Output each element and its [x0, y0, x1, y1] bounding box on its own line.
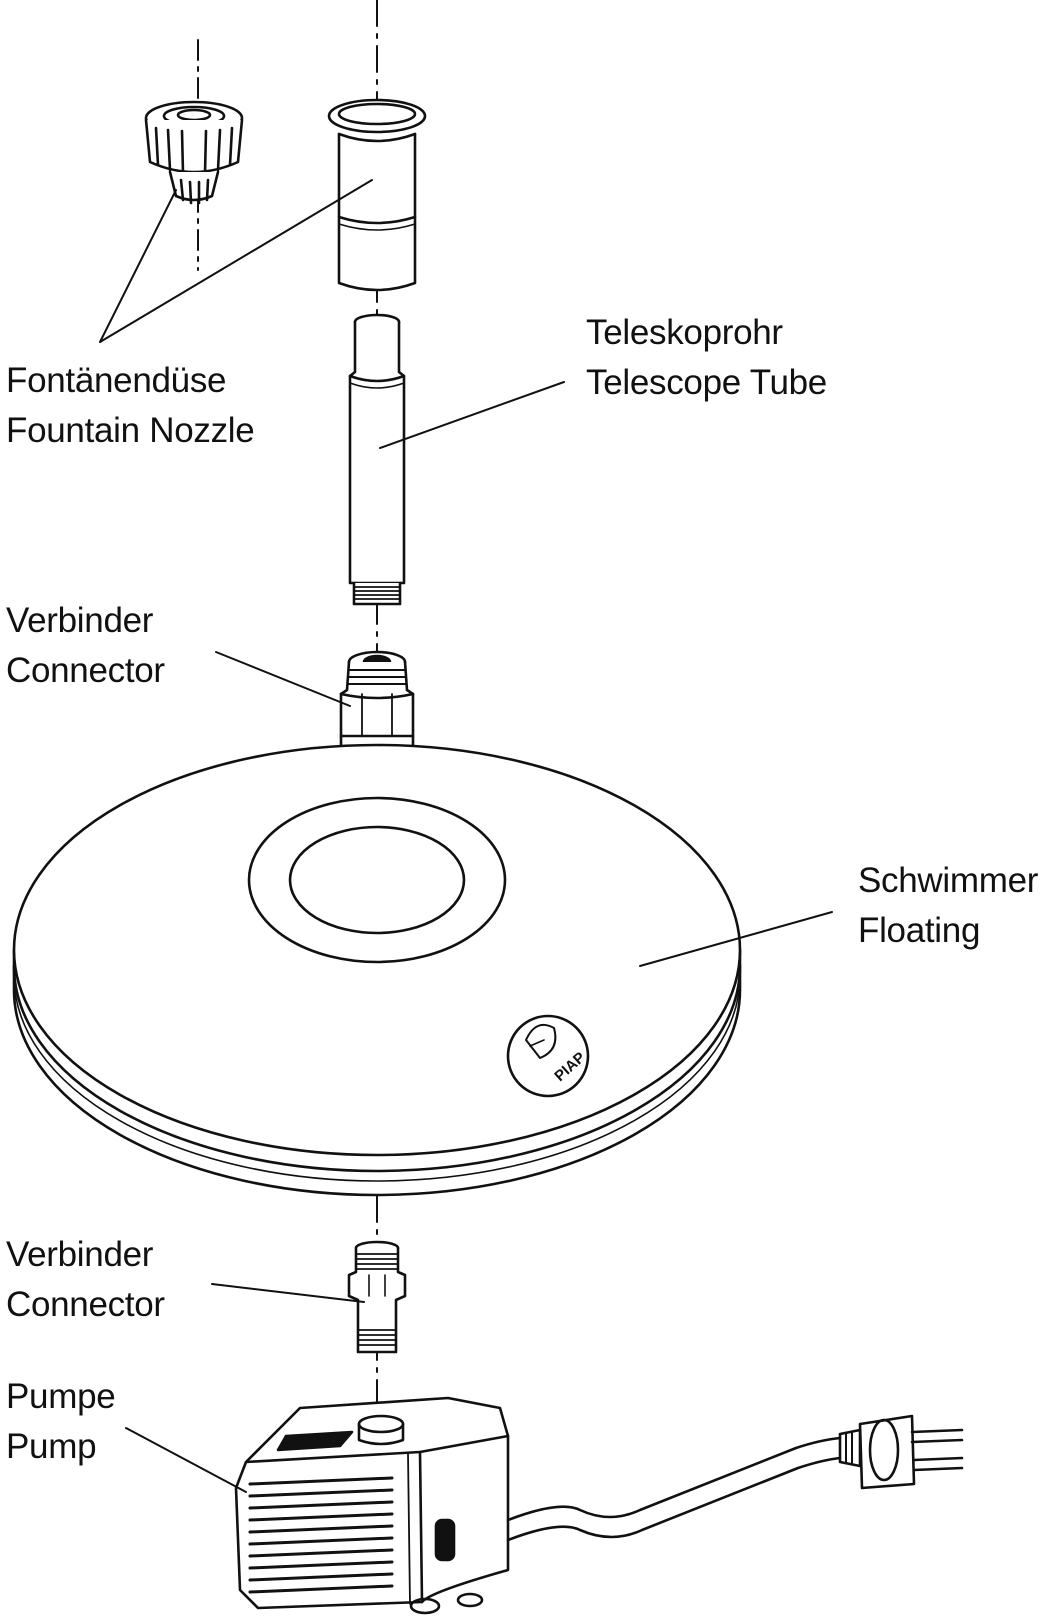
floating-disc	[12, 743, 742, 1197]
telescope-inner-tube	[348, 313, 406, 606]
label-fountain-nozzle-de: Fontänendüse	[6, 361, 227, 400]
label-pump-de: Pumpe	[6, 1377, 116, 1416]
power-plug	[838, 1414, 964, 1490]
piap-logo	[506, 1014, 590, 1098]
label-connector-bottom-en: Connector	[6, 1285, 165, 1324]
label-connector-top: Verbinder Connector	[6, 596, 165, 696]
label-floating: Schwimmer Floating	[858, 856, 1038, 956]
label-connector-bottom-de: Verbinder	[6, 1235, 154, 1274]
connector-bottom-part	[347, 1240, 407, 1354]
label-fountain-nozzle: Fontänendüse Fountain Nozzle	[6, 356, 255, 456]
label-floating-de: Schwimmer	[858, 861, 1039, 900]
pump-part	[234, 1396, 510, 1615]
label-connector-top-de: Verbinder	[6, 601, 154, 640]
label-telescope-tube-en: Telescope Tube	[586, 363, 827, 402]
label-pump-en: Pump	[6, 1427, 97, 1466]
label-pump: Pumpe Pump	[6, 1372, 116, 1472]
label-connector-top-en: Connector	[6, 651, 165, 690]
label-fountain-nozzle-en: Fountain Nozzle	[6, 411, 255, 450]
power-cable	[506, 1436, 842, 1542]
fountain-nozzle-part	[144, 100, 244, 205]
label-floating-en: Floating	[858, 911, 981, 950]
label-telescope-tube-de: Teleskoprohr	[586, 313, 783, 352]
label-telescope-tube: Teleskoprohr Telescope Tube	[586, 308, 827, 408]
telescope-outer-tube	[327, 98, 427, 292]
leader-lines	[99, 179, 833, 1493]
label-connector-bottom: Verbinder Connector	[6, 1230, 165, 1330]
